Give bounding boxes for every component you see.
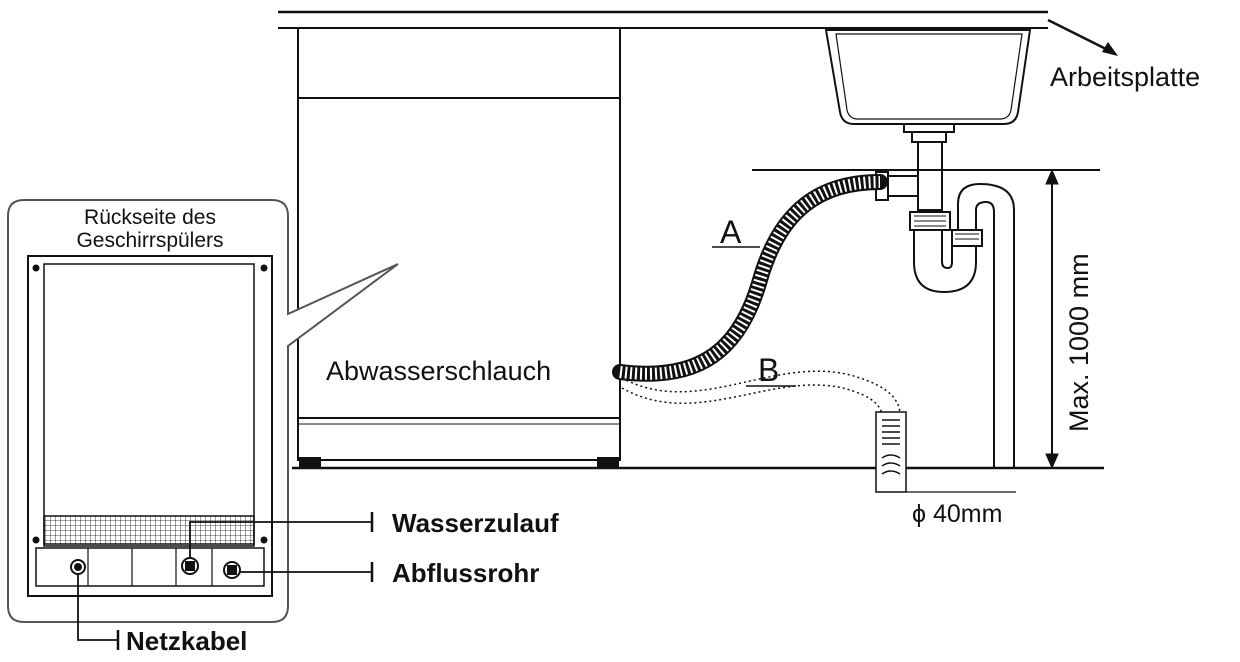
standpipe	[875, 411, 1016, 493]
leader-drain-pipe	[240, 562, 374, 582]
back-view-title-line1: Rückseite des	[84, 206, 216, 229]
max-height-label: Max. 1000 mm	[1064, 253, 1094, 432]
countertop-arrow	[1047, 18, 1118, 56]
countertop-label: Arbeitsplatte	[1050, 62, 1201, 92]
pipe-diameter-label: ϕ 40mm	[912, 500, 1003, 528]
back-view-title-line2: Geschirrspülers	[76, 229, 224, 252]
hose-b	[621, 370, 901, 417]
hose-a-label: A	[720, 214, 742, 250]
hose-a	[612, 174, 888, 382]
drain-hose-label: Abwasserschlauch	[326, 356, 552, 386]
hose-b-label: B	[758, 352, 780, 388]
drain-pipe-label: Abflussrohr	[392, 558, 540, 588]
leader-power-cable	[77, 574, 120, 650]
water-inlet-label: Wasserzulauf	[392, 508, 559, 538]
sink	[824, 29, 1032, 143]
countertop	[278, 10, 1048, 29]
dishwasher-unit	[297, 27, 621, 469]
height-dimension	[1045, 168, 1059, 470]
power-cable-label: Netzkabel	[126, 626, 248, 656]
siphon-trap	[875, 142, 1015, 468]
back-view-dishwasher	[27, 255, 273, 597]
back-view-title: Rückseite des Geschirrspülers	[40, 206, 260, 252]
leader-water-inlet	[189, 512, 374, 558]
